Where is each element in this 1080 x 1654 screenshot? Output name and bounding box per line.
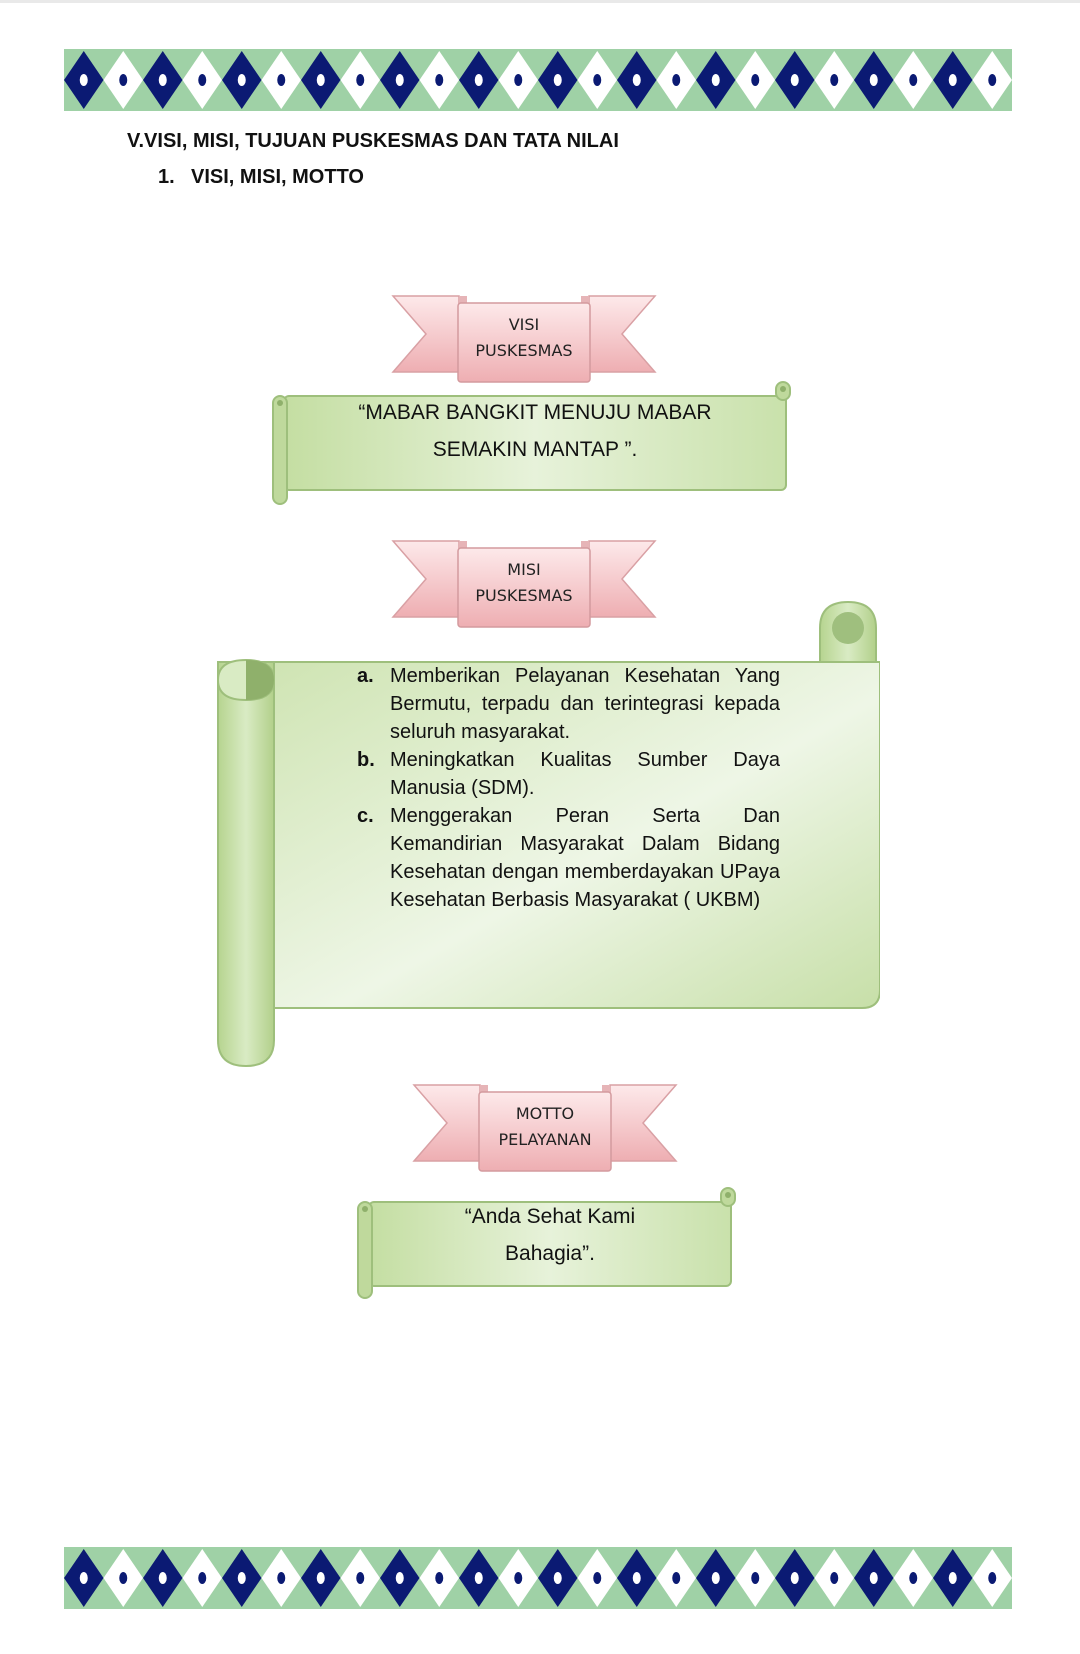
border-dot [830,1572,839,1584]
border-dot [909,1572,918,1584]
misi-item-marker: a. [357,665,374,687]
border-dot [593,1572,602,1584]
border-dot [869,1572,878,1584]
scroll-shape [216,600,880,1068]
subsection-heading: 1. VISI, MISI, MOTTO [158,166,364,189]
diamond-pattern-top [64,49,1012,111]
visi-label-line1: VISI [508,315,540,334]
motto-ribbon-banner: MOTTO PELAYANAN [412,1083,678,1173]
motto-label-line2: PELAYANAN [498,1130,592,1149]
decorative-border-bottom [64,1547,1012,1609]
border-dot [553,74,562,86]
border-dot [948,74,957,86]
border-dot [632,1572,641,1584]
border-dot [830,74,839,86]
border-dot [198,74,207,86]
ribbon-shape [412,1084,678,1172]
border-dot [672,74,681,86]
motto-label-line1: MOTTO [515,1104,575,1123]
border-dot [356,74,365,86]
section-heading: V.VISI, MISI, TUJUAN PUSKESMAS DAN TATA … [127,130,619,152]
misi-label-line1: MISI [507,560,541,579]
page-top-edge [0,0,1080,3]
visi-text-line1: “MABAR BANGKIT MENUJU MABAR [358,401,712,424]
border-dot [198,1572,207,1584]
list-item: b. Meningkatkan Kualitas Sumber Daya Manu… [357,746,780,802]
visi-text-line2: SEMAKIN MANTAP ”. [432,438,638,461]
misi-ribbon-banner: MISI PUSKESMAS [391,539,657,629]
border-dot [909,74,918,86]
misi-item-marker: b. [357,749,375,771]
visi-label-line2: PUSKESMAS [475,341,573,360]
misi-item-text: Menggerakan Peran Serta Dan Kemandirian … [390,805,780,911]
border-dot [711,1572,720,1584]
border-dot [751,1572,760,1584]
border-dot [119,74,128,86]
border-dot [553,1572,562,1584]
border-dot [790,74,799,86]
misi-scroll-banner [216,600,880,1070]
border-dot [79,74,88,86]
border-dot [988,1572,997,1584]
border-dot [395,1572,404,1584]
motto-text-line1: “Anda Sehat Kami [464,1205,636,1228]
border-dot [474,1572,483,1584]
list-item: c. Menggerakan Peran Serta Dan Kemandiria… [357,802,780,914]
visi-ribbon-banner: VISI PUSKESMAS [391,294,657,384]
border-dot [474,74,483,86]
border-dot [158,74,167,86]
border-dot [237,1572,246,1584]
border-dot [395,74,404,86]
motto-text-line2: Bahagia”. [505,1242,595,1265]
visi-scroll-banner: “MABAR BANGKIT MENUJU MABAR SEMAKIN MANT… [270,380,796,508]
border-dot [277,1572,286,1584]
border-dot [948,1572,957,1584]
subsection-title: VISI, MISI, MOTTO [191,166,364,188]
decorative-border-top [64,49,1012,111]
border-dot [79,1572,88,1584]
misi-item-marker: c. [357,805,374,827]
border-dot [435,74,444,86]
subsection-number: 1. [158,166,175,188]
diamond-pattern-bottom [64,1547,1012,1609]
border-dot [316,74,325,86]
border-dot [632,74,641,86]
border-dot [711,74,720,86]
misi-list: a. Memberikan Pelayanan Kesehatan Yang Be… [357,662,780,914]
list-item: a. Memberikan Pelayanan Kesehatan Yang Be… [357,662,780,746]
border-dot [514,1572,523,1584]
scroll-shape [272,381,791,505]
border-dot [356,1572,365,1584]
scroll-shape [357,1187,736,1299]
border-dot [119,1572,128,1584]
border-dot [869,74,878,86]
misi-item-text: Meningkatkan Kualitas Sumber Daya Manusi… [390,749,780,799]
border-dot [158,1572,167,1584]
border-dot [316,1572,325,1584]
border-dot [672,1572,681,1584]
misi-item-text: Memberikan Pelayanan Kesehatan Yang Berm… [390,665,780,743]
ribbon-shape [391,295,657,383]
border-dot [277,74,286,86]
motto-scroll-banner: “Anda Sehat Kami Bahagia”. [355,1186,741,1302]
border-dot [790,1572,799,1584]
border-dot [988,74,997,86]
border-dot [751,74,760,86]
border-dot [237,74,246,86]
border-dot [593,74,602,86]
border-dot [435,1572,444,1584]
misi-label-line2: PUSKESMAS [475,586,573,605]
border-dot [514,74,523,86]
ribbon-shape [391,540,657,628]
